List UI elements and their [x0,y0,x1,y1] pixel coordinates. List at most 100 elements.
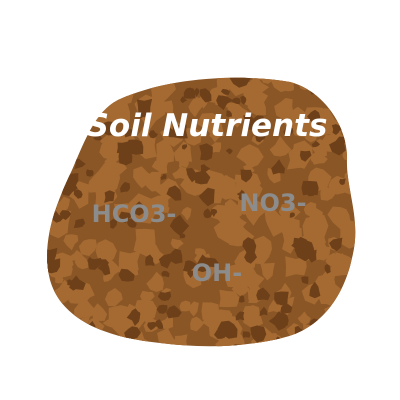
soil-mottle [256,287,271,301]
soil-mottle [157,291,172,301]
soil-mottle [147,321,157,331]
soil-mottle [217,221,238,237]
soil-mottle [138,111,146,119]
soil-mottle [190,316,204,332]
soil-mottle [87,339,119,347]
soil-mottle [47,148,55,157]
soil-mottle [203,208,213,219]
soil-mottle [47,301,59,318]
soil-mottle [118,268,135,282]
soil-mottle [60,140,77,156]
soil-mottle [318,285,337,305]
soil-mottle [235,311,245,321]
soil-mottle [91,303,108,321]
soil-mottle [86,169,94,177]
soil-mottle [318,108,331,120]
soil-mottle [299,150,312,162]
soil-mottle [179,300,191,312]
soil-mottle [274,291,289,306]
soil-mottle [87,77,104,93]
soil-mottle [151,159,169,174]
soil-mottle [243,114,258,130]
soil-mottle [250,325,267,343]
soil-mottle [133,228,156,256]
soil-mottle [144,171,162,192]
soil-mottle [271,159,285,175]
soil-mottle [108,305,134,337]
soil-mottle [166,127,176,138]
soil-mottle [166,185,182,201]
soil-mottle [47,146,54,165]
soil-mottle [183,128,202,146]
soil-mottle [93,330,105,347]
soil-mottle [354,216,356,227]
soil-mottle [283,127,294,137]
soil-mottle [339,332,356,347]
soil-mottle [352,134,356,147]
soil-mottle [289,212,295,218]
soil-mottle [280,303,293,314]
soil-mottle [78,239,97,256]
soil-mottle [119,211,133,224]
soil-mottle [236,144,264,169]
soil-mottle [96,336,107,347]
soil-mottle [269,136,292,157]
soil-mottle [264,339,289,347]
soil-mottle [47,322,67,338]
soil-mottle [49,323,67,344]
soil-mottle [274,97,294,121]
soil-mottle [103,258,122,281]
soil-mottle [156,100,174,115]
soil-mottle [47,82,58,105]
soil-mottle [205,257,219,268]
soil-mottle [111,77,126,87]
soil-mottle [120,181,131,193]
soil-mottle [70,275,86,290]
soil-mottle [259,306,268,317]
soil-mottle [198,187,215,207]
soil-mottle [118,146,133,166]
soil-mottle [229,77,251,88]
soil-mottle [225,325,234,333]
soil-mottle [199,143,213,161]
soil-mottle [47,137,61,167]
soil-mottle [292,77,309,84]
soil-mottle [198,348,208,359]
soil-mottle [156,304,168,314]
soil-mottle [242,80,269,109]
soil-mottle [174,334,188,347]
soil-mottle [66,334,74,343]
soil-mottle [109,218,118,229]
soil-mottle [219,289,240,308]
soil-mottle [226,102,251,128]
soil-mottle [226,110,233,117]
soil-mottle [189,301,199,317]
soil-mottle [196,112,225,137]
soil-mottle [238,198,251,215]
soil-blob [47,77,356,364]
soil-mottle [336,297,356,323]
soil-mottle [331,124,340,135]
soil-mottle [56,85,80,114]
soil-mottle [99,137,124,161]
soil-mottle [268,311,289,331]
soil-mottle [64,332,82,347]
soil-mottle [47,247,58,267]
soil-mottle [149,347,164,364]
soil-mottle [302,323,316,338]
soil-mottle [154,319,164,329]
ion-label-hydroxide: OH- [192,259,242,287]
soil-mottle [194,171,211,185]
soil-mottle [187,270,194,278]
soil-mottle [220,88,231,95]
soil-mottle [172,166,187,180]
soil-mottle [48,89,62,101]
soil-mottle [242,305,260,324]
soil-mottle [56,256,73,278]
soil-mottle [334,298,356,320]
soil-mottle [98,258,109,267]
soil-mottle [255,131,266,143]
soil-mottle [337,336,348,347]
soil-mottle [306,77,328,89]
